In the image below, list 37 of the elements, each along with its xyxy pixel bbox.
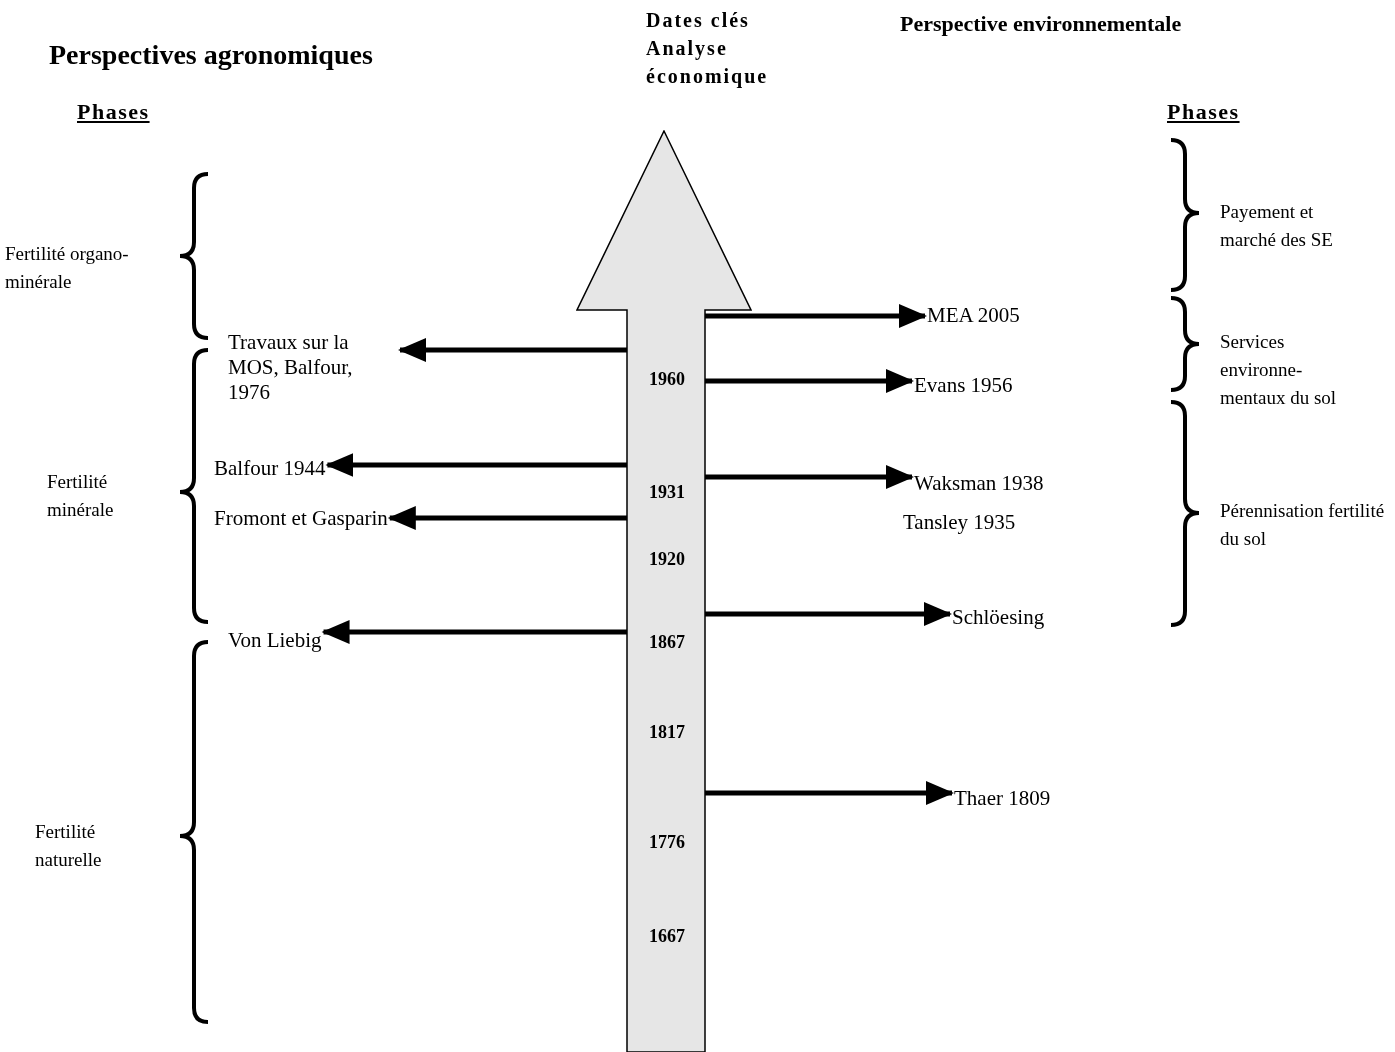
arrow — [325, 453, 627, 477]
column-heading: Phases — [1167, 98, 1240, 126]
arrow — [705, 781, 954, 805]
arrow — [398, 338, 627, 362]
event-label: Von Liebig — [228, 628, 322, 653]
phase-label: Fertilité minérale — [47, 470, 115, 522]
event-label: Thaer 1809 — [954, 786, 1051, 811]
section-title: Perspectives agronomiques — [49, 38, 373, 72]
arrow — [705, 304, 927, 328]
event-label: Waksman 1938 — [914, 471, 1044, 496]
column-heading: Perspective environnementale — [900, 10, 1182, 38]
year-label: 1776 — [649, 831, 685, 853]
year-label: 1667 — [649, 925, 685, 947]
phase-label: Fertilité organo- minérale — [5, 242, 130, 294]
year-label: 1931 — [649, 481, 685, 503]
arrow — [321, 620, 627, 644]
event-label: Fromont et Gasparin — [214, 506, 388, 531]
event-label: Evans 1956 — [914, 373, 1013, 398]
year-label: 1920 — [649, 548, 685, 570]
arrow — [387, 506, 627, 530]
arrow — [705, 465, 914, 489]
event-label: Travaux sur la MOS, Balfour, 1976 — [228, 330, 398, 405]
arrow — [705, 369, 914, 393]
year-label: 1960 — [649, 368, 685, 390]
phase-label: Services environne- mentaux du sol — [1220, 330, 1338, 410]
event-label: Tansley 1935 — [903, 510, 1016, 535]
year-label: 1817 — [649, 721, 685, 743]
year-label: 1867 — [649, 631, 685, 653]
event-label: Schlöesing — [952, 605, 1045, 630]
phase-label: Payement et marché des SE — [1220, 200, 1334, 252]
arrow — [705, 602, 952, 626]
phase-label: Pérennisation fertilité du sol — [1220, 499, 1386, 551]
column-heading: Phases — [77, 98, 150, 126]
event-label: MEA 2005 — [927, 303, 1020, 328]
phase-label: Fertilité naturelle — [35, 820, 103, 872]
event-label: Balfour 1944 — [214, 456, 326, 481]
column-heading: Dates clés Analyse économique — [646, 8, 770, 90]
